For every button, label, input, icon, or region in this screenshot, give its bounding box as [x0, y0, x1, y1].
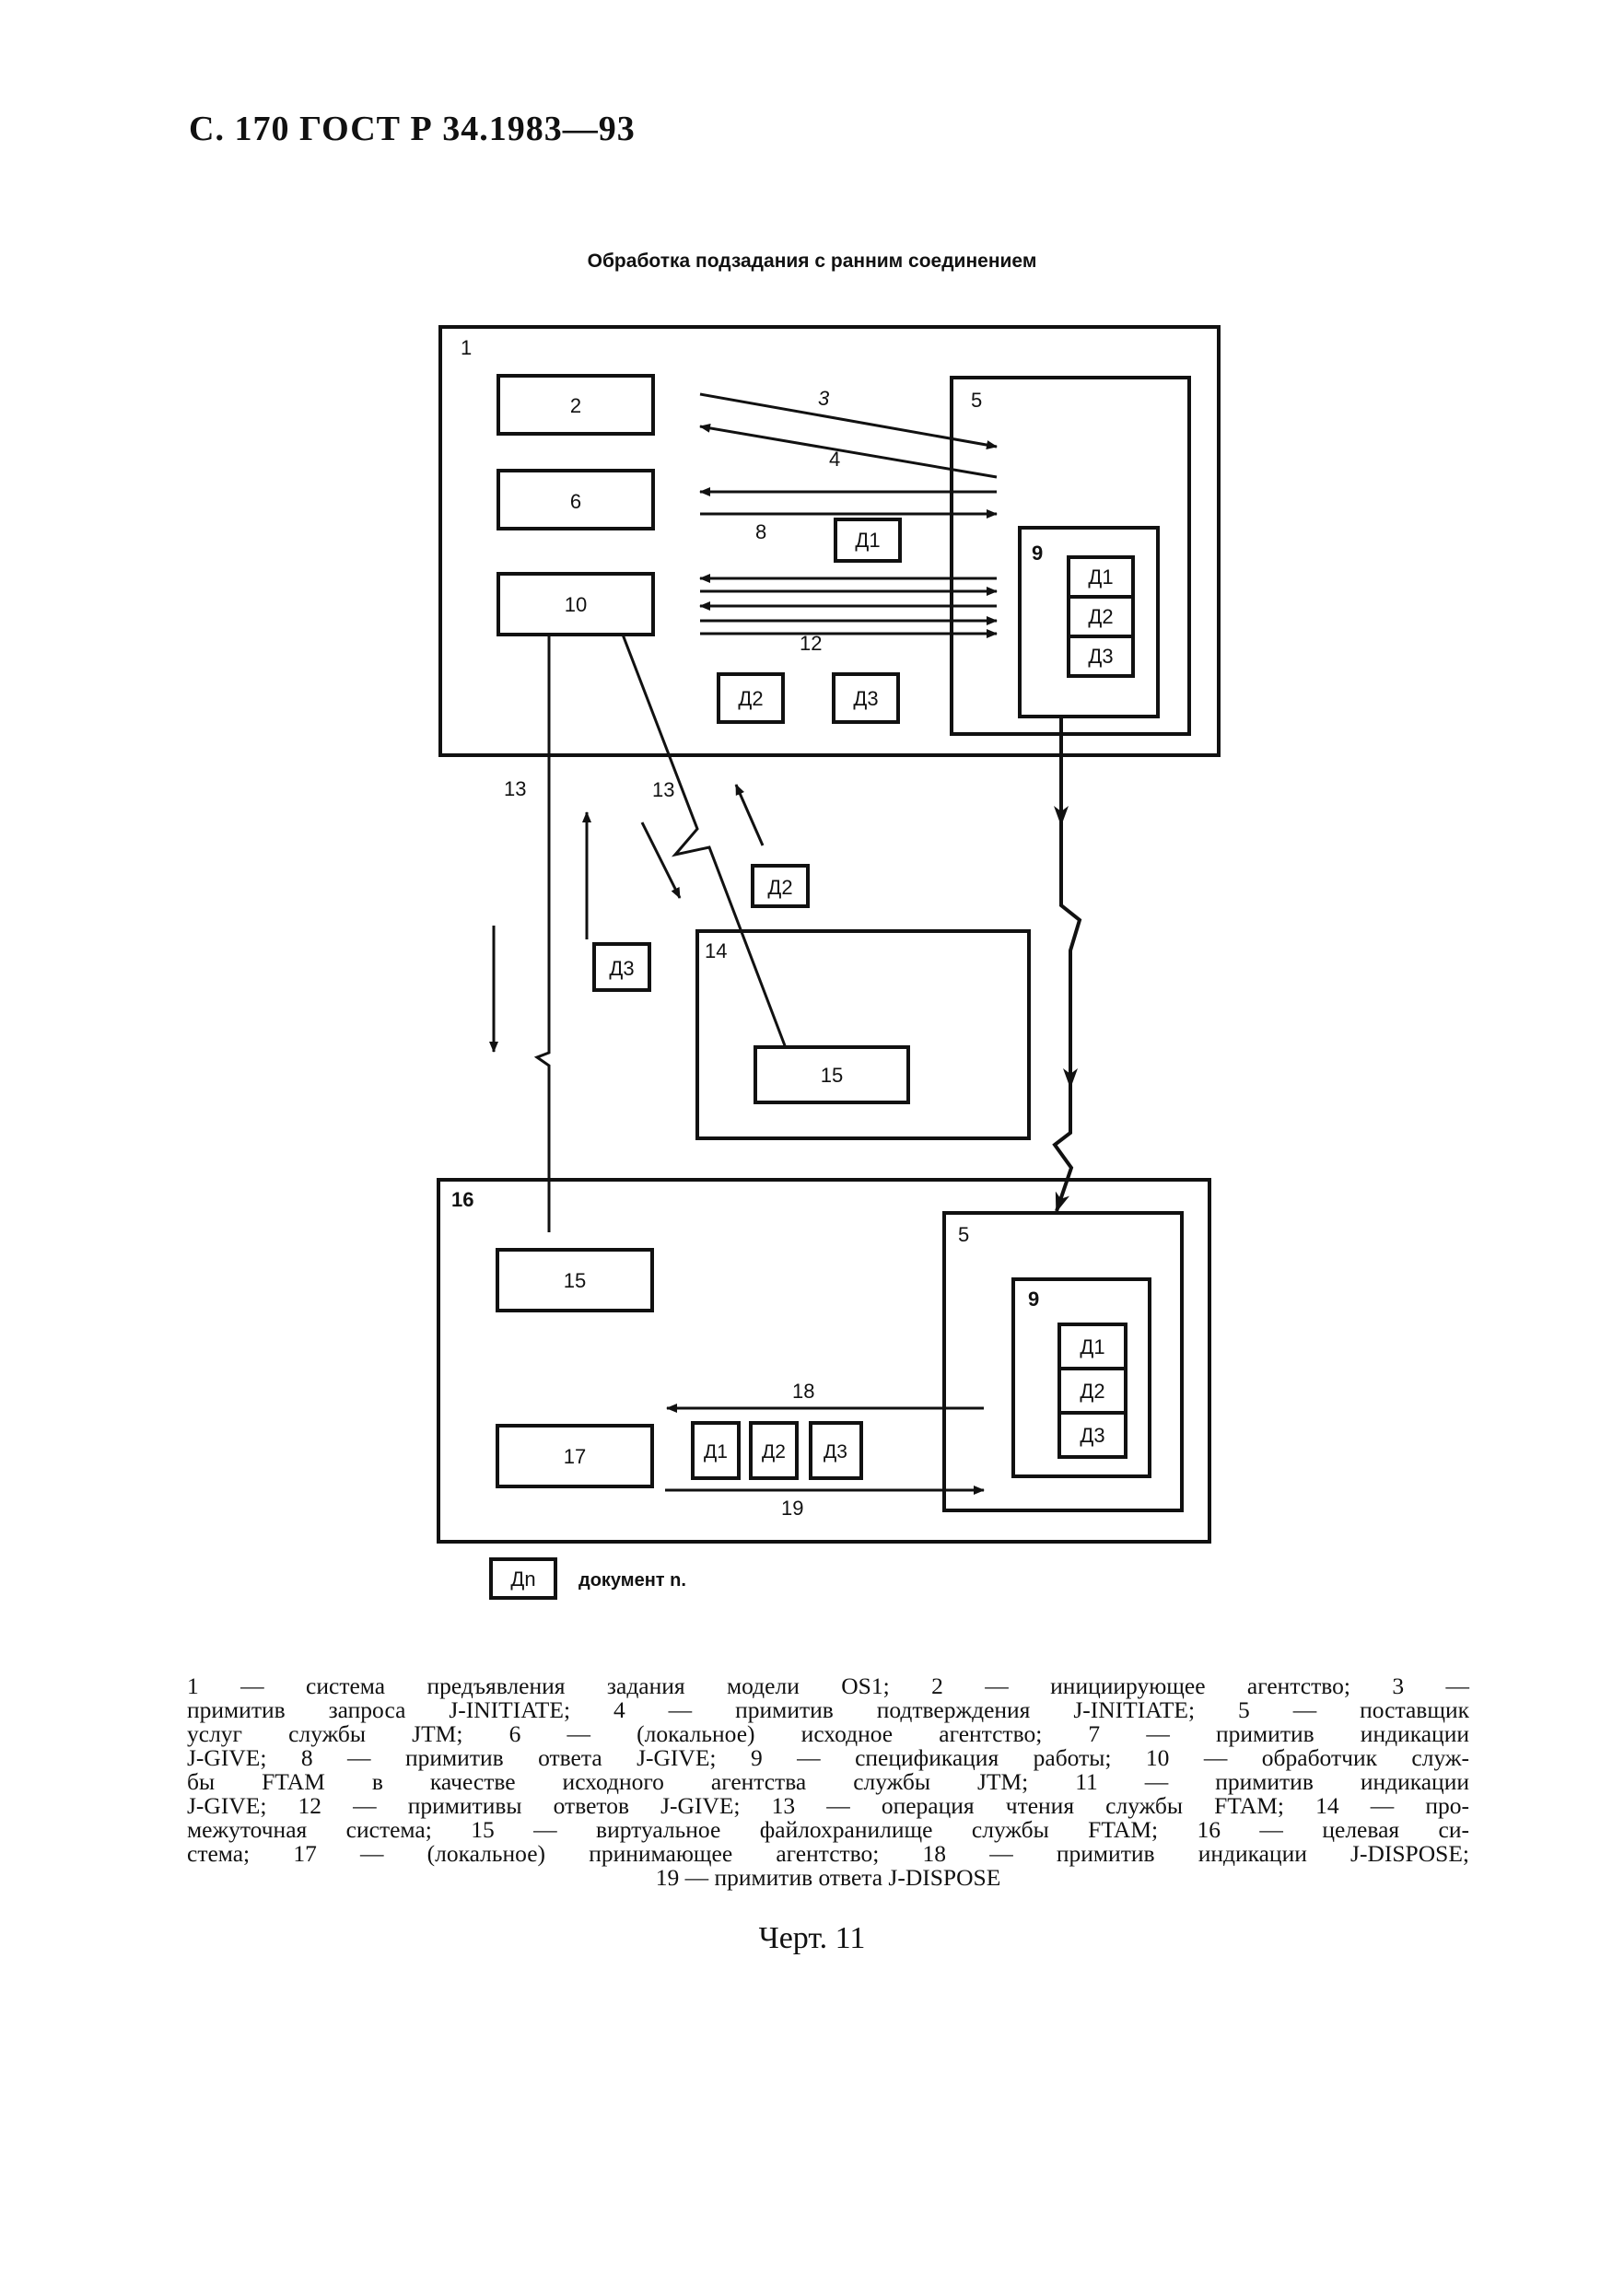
- doc-d3-label: Д3: [1088, 645, 1113, 668]
- transfer-line: [1052, 717, 1082, 1213]
- doc-d3-received-label: Д3: [824, 1441, 847, 1463]
- arrow-up-mid: [734, 784, 765, 846]
- virtual-filestore-box-bottom: [496, 1248, 654, 1312]
- receiving-agency-box: [496, 1424, 654, 1488]
- doc-d3-received: [809, 1421, 863, 1480]
- caption-line: межуточная система; 15 — виртуальное фай…: [187, 1816, 1469, 1843]
- doc-d1-received-label: Д1: [704, 1441, 728, 1463]
- ftam-read-line-mid: [621, 634, 788, 1049]
- system-1-frame: [438, 325, 1221, 757]
- box-10-label: 10: [565, 593, 587, 616]
- box-15-mid-label: 15: [821, 1064, 843, 1087]
- arrow-3: [699, 392, 998, 450]
- legend-text: документ n.: [578, 1570, 686, 1591]
- doc-d3-transit: [832, 672, 900, 724]
- doc-d3-label: Д3: [1080, 1424, 1104, 1447]
- doc-d1-transit: [834, 518, 902, 563]
- box-15-bottom-label: 15: [564, 1269, 586, 1292]
- arrow-3-label: 3: [818, 387, 830, 410]
- figure-label: Черт. 11: [758, 1921, 866, 1955]
- doc-d2-received-label: Д2: [762, 1441, 786, 1463]
- box-2-label: 2: [570, 394, 581, 417]
- diagram-title: Обработка подзадания с ранним соединение…: [587, 251, 1037, 272]
- doc-d3-link-label: Д3: [609, 957, 634, 980]
- doc-d2-transit: [717, 672, 785, 724]
- box-9-bottom-label: 9: [1028, 1288, 1039, 1311]
- caption-line: 19 — примитив ответа J-DISPOSE: [655, 1864, 1001, 1891]
- caption-line: бы FTAM в качестве исходного агентства с…: [187, 1768, 1469, 1795]
- virtual-filestore-box-mid: [754, 1045, 910, 1104]
- doc-d1-label: Д1: [1080, 1335, 1104, 1358]
- ftam-handler-box: [497, 572, 655, 636]
- doc-d1: [1067, 555, 1135, 599]
- arrow-8-label: 8: [755, 520, 766, 543]
- system-1-label: 1: [461, 336, 472, 359]
- caption-line: 1 — система предъявления задания модели …: [187, 1672, 1469, 1699]
- figure-caption: 1 — система предъявления задания модели …: [187, 1674, 1469, 1890]
- doc-d1-label: Д1: [1088, 565, 1113, 589]
- ftam-read-line-left: [533, 635, 551, 1232]
- arrow-4: [699, 423, 998, 479]
- doc-stack-bottom: Д1 Д2 Д3: [1057, 1323, 1127, 1459]
- arrow-19-label: 19: [781, 1497, 803, 1520]
- initiating-agency-box: [497, 374, 655, 436]
- box-9-top-label: 9: [1032, 542, 1043, 565]
- doc-d3-transit-label: Д3: [853, 687, 878, 710]
- legend-symbol: Дn: [510, 1568, 535, 1591]
- caption-line: J-GIVE; 12 — примитивы ответов J-GIVE; 1…: [187, 1792, 1469, 1819]
- caption-line: стема; 17 — (локальное) принимающее аген…: [187, 1840, 1469, 1867]
- doc-d2-label: Д2: [1080, 1380, 1104, 1403]
- doc-d1-received: [691, 1421, 741, 1480]
- line-13-left-label: 13: [504, 777, 526, 800]
- doc-d2-link-label: Д2: [767, 876, 792, 899]
- box-6-label: 6: [570, 490, 581, 513]
- doc-d1-transit-label: Д1: [855, 529, 880, 552]
- caption-line: услуг службы JTM; 6 — (локальное) исходн…: [187, 1720, 1469, 1747]
- system-16-label: 16: [451, 1188, 473, 1211]
- doc-d3: [1067, 635, 1135, 678]
- doc-d3: [1057, 1411, 1127, 1459]
- legend-symbol-box: [489, 1557, 557, 1600]
- arrow-down-mid: [640, 822, 682, 899]
- doc-d2-label: Д2: [1088, 605, 1113, 628]
- arrow-12-label: 12: [800, 632, 822, 655]
- source-agency-box: [497, 469, 655, 530]
- doc-d3-link: [592, 942, 651, 992]
- doc-d2-transit-label: Д2: [738, 687, 763, 710]
- arrow-4-label: 4: [829, 448, 840, 471]
- doc-stack-top: Д1 Д2 Д3: [1067, 555, 1135, 678]
- box-5-top-label: 5: [971, 389, 982, 412]
- line-13-mid-label: 13: [652, 778, 674, 801]
- page-header: С. 170 ГОСТ Р 34.1983—93: [189, 110, 636, 148]
- caption-line: J-GIVE; 8 — примитив ответа J-GIVE; 9 — …: [187, 1744, 1469, 1771]
- caption-line: примитив запроса J-INITIATE; 4 — примити…: [187, 1696, 1469, 1723]
- box-17-label: 17: [564, 1445, 586, 1468]
- doc-d2-link: [751, 864, 810, 908]
- doc-d2-received: [749, 1421, 799, 1480]
- box-5-bottom-label: 5: [958, 1223, 969, 1246]
- arrow-18-label: 18: [792, 1380, 814, 1403]
- system-14-label: 14: [705, 939, 727, 962]
- intermediate-system-frame: [695, 929, 1031, 1140]
- target-system-frame: [437, 1178, 1211, 1544]
